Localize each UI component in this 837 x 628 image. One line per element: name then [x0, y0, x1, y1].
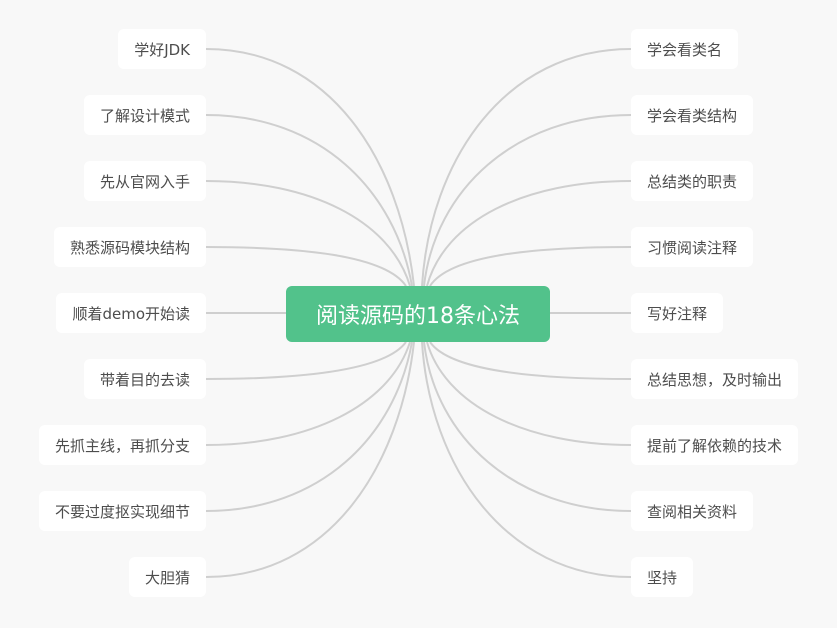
- link-right-1: [423, 114, 632, 287]
- link-left-0: [205, 48, 415, 287]
- link-right-2: [426, 180, 632, 287]
- topic-label: 了解设计模式: [99, 106, 190, 125]
- topic-label: 熟悉源码模块结构: [69, 238, 190, 257]
- topic-summarize-output[interactable]: 总结思想，及时输出: [631, 359, 799, 399]
- topic-write-comments[interactable]: 写好注释: [631, 293, 724, 333]
- topic-guess-boldly[interactable]: 大胆猜: [128, 557, 206, 597]
- topic-label: 学好JDK: [134, 40, 190, 59]
- topic-design-patterns[interactable]: 了解设计模式: [83, 95, 206, 135]
- link-right-5: [429, 341, 632, 380]
- topic-label: 查阅相关资料: [647, 502, 738, 521]
- topic-label: 不要过度抠实现细节: [54, 502, 190, 521]
- topic-main-line-first[interactable]: 先抓主线，再抓分支: [38, 425, 206, 465]
- topic-label: 先从官网入手: [99, 172, 190, 191]
- link-right-3: [429, 246, 632, 287]
- topic-read-class-structure[interactable]: 学会看类结构: [631, 95, 754, 135]
- topic-start-from-official-site[interactable]: 先从官网入手: [83, 161, 206, 201]
- topic-read-class-names[interactable]: 学会看类名: [631, 29, 739, 69]
- topic-avoid-over-detail[interactable]: 不要过度抠实现细节: [38, 491, 206, 531]
- link-left-5: [205, 341, 407, 380]
- topic-label: 顺着demo开始读: [72, 304, 190, 323]
- topic-start-with-demo[interactable]: 顺着demo开始读: [56, 293, 206, 333]
- link-right-0: [421, 48, 632, 287]
- topic-label: 总结类的职责: [647, 172, 738, 191]
- topic-learn-jdk[interactable]: 学好JDK: [118, 29, 206, 69]
- link-left-7: [205, 341, 413, 512]
- central-topic-label: 阅读源码的18条心法: [316, 304, 520, 329]
- link-left-2: [205, 180, 411, 287]
- topic-learn-dependencies[interactable]: 提前了解依赖的技术: [631, 425, 799, 465]
- central-topic[interactable]: 阅读源码的18条心法: [286, 286, 550, 342]
- link-right-6: [426, 341, 632, 446]
- topic-label: 带着目的去读: [99, 370, 190, 389]
- link-left-1: [205, 114, 413, 287]
- topic-label: 大胆猜: [144, 568, 190, 587]
- topic-label: 学会看类结构: [647, 106, 738, 125]
- topic-class-responsibility[interactable]: 总结类的职责: [631, 161, 754, 201]
- topic-label: 提前了解依赖的技术: [647, 436, 783, 455]
- topic-read-with-purpose[interactable]: 带着目的去读: [83, 359, 206, 399]
- topic-label: 坚持: [647, 568, 678, 587]
- topic-persist[interactable]: 坚持: [631, 557, 694, 597]
- topic-label: 写好注释: [647, 304, 708, 323]
- link-left-8: [205, 341, 415, 578]
- topic-read-comments[interactable]: 习惯阅读注释: [631, 227, 754, 267]
- link-left-3: [205, 246, 407, 287]
- topic-label: 总结思想，及时输出: [647, 370, 783, 389]
- link-right-8: [421, 341, 632, 578]
- link-left-6: [205, 341, 411, 446]
- link-right-7: [423, 341, 632, 512]
- topic-label: 习惯阅读注释: [647, 238, 738, 257]
- topic-label: 先抓主线，再抓分支: [54, 436, 190, 455]
- topic-label: 学会看类名: [647, 40, 723, 59]
- topic-module-structure[interactable]: 熟悉源码模块结构: [53, 227, 206, 267]
- topic-consult-references[interactable]: 查阅相关资料: [631, 491, 754, 531]
